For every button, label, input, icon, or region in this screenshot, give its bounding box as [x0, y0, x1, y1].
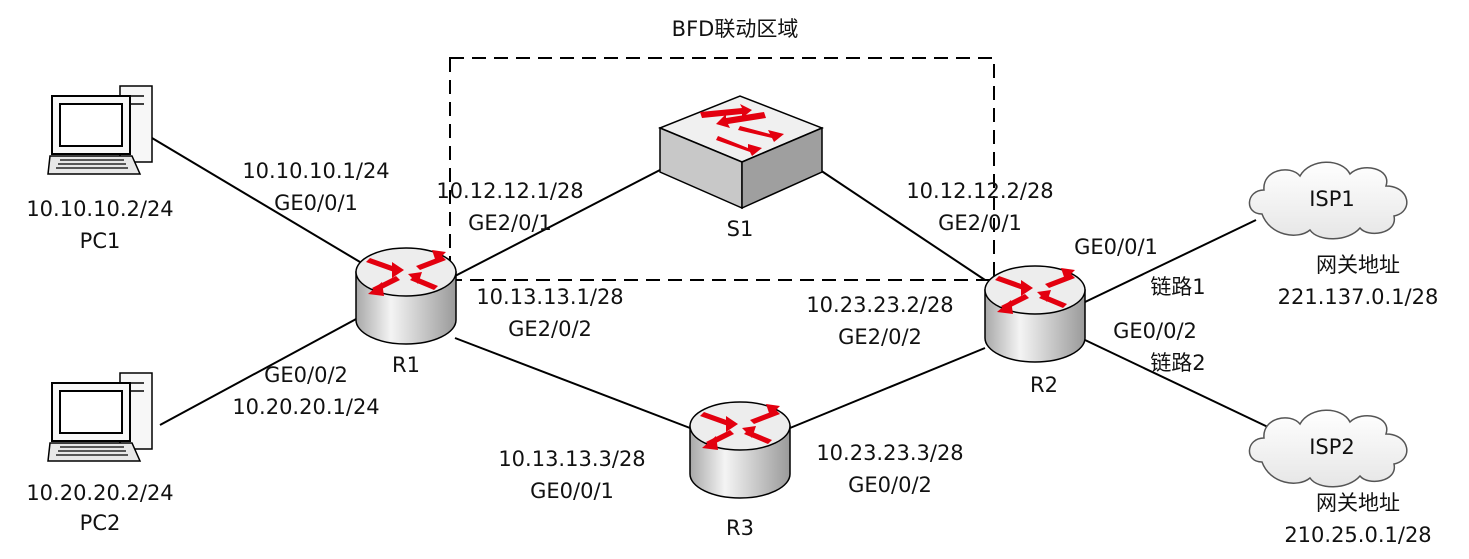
link-r2-r3-port-label: GE2/0/2 [838, 325, 922, 349]
pc2-ip-label: 10.20.20.2/24 [26, 481, 173, 505]
link-r3-r2-ip-label: 10.23.23.3/28 [816, 441, 963, 465]
link-pc1-r1-port-label: GE0/0/1 [274, 191, 358, 215]
links [151, 137, 1271, 429]
r2-name-label: R2 [1030, 373, 1058, 397]
link-r2-isp1-name-label: 链路1 [1150, 275, 1205, 299]
r2-router-icon [984, 265, 1086, 363]
link-r1-r3 [454, 337, 691, 429]
isp2-ip-label: 210.25.0.1/28 [1284, 523, 1431, 547]
link-pc2-r1-port-label: GE0/0/2 [264, 363, 348, 387]
bfd-region-box [449, 57, 995, 281]
link-r2-isp2-name-label: 链路2 [1150, 351, 1205, 375]
r1-name-label: R1 [392, 353, 420, 377]
s1-switch-icon [658, 95, 824, 210]
isp1-cloud-icon [1248, 161, 1408, 240]
link-r1-r3-port-label: GE2/0/2 [508, 317, 592, 341]
link-pc1-r1-ip-label: 10.10.10.1/24 [242, 159, 389, 183]
link-pc2-r1 [159, 317, 359, 426]
link-r3-r1-ip-label: 10.13.13.3/28 [498, 447, 645, 471]
pc2-name-label: PC2 [80, 511, 121, 535]
s1-name-label: S1 [727, 217, 754, 241]
link-r2-isp2-port-label: GE0/0/2 [1113, 319, 1197, 343]
pc2-computer-icon [47, 372, 153, 462]
isp1-name-label: ISP1 [1309, 187, 1355, 211]
r1-router-icon [355, 247, 457, 345]
link-r1-s1 [454, 169, 661, 277]
link-r1-s1-port-label: GE2/0/1 [468, 211, 552, 235]
link-r3-r2-port-label: GE0/0/2 [848, 473, 932, 497]
link-s1-r2 [819, 169, 986, 281]
pc1-name-label: PC1 [80, 229, 121, 253]
link-r2-isp2 [1084, 339, 1271, 429]
link-r3-r2 [789, 347, 986, 429]
isp2-name-label: ISP2 [1309, 435, 1355, 459]
r3-router-icon [689, 401, 791, 499]
link-pc2-r1-ip-label: 10.20.20.1/24 [232, 395, 379, 419]
isp2-title-label: 网关地址 [1316, 491, 1400, 515]
link-r2-s1-port-label: GE2/0/1 [938, 211, 1022, 235]
pc1-ip-label: 10.10.10.2/24 [26, 197, 173, 221]
link-r1-s1-ip-label: 10.12.12.1/28 [436, 179, 583, 203]
link-pc1-r1 [151, 137, 361, 263]
link-r3-r1-port-label: GE0/0/1 [530, 479, 614, 503]
isp2-cloud-icon [1248, 409, 1408, 488]
link-r2-s1-ip-label: 10.12.12.2/28 [906, 179, 1053, 203]
isp1-ip-label: 221.137.0.1/28 [1278, 285, 1439, 309]
isp1-title-label: 网关地址 [1316, 253, 1400, 277]
bfd-region-label: BFD联动区域 [672, 17, 799, 41]
r3-name-label: R3 [726, 516, 754, 540]
link-r2-isp1-port-label: GE0/0/1 [1074, 235, 1158, 259]
link-r2-isp1 [1084, 219, 1257, 303]
link-r1-r3-ip-label: 10.13.13.1/28 [476, 285, 623, 309]
pc1-computer-icon [47, 85, 153, 175]
link-r2-r3-ip-label: 10.23.23.2/28 [806, 293, 953, 317]
